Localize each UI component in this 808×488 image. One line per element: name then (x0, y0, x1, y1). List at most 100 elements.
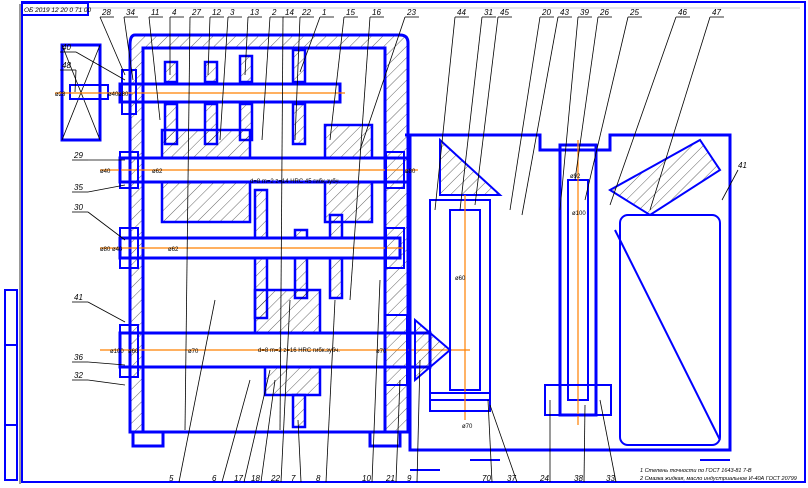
callout-22: 22 (270, 474, 280, 483)
callout-46: 46 (678, 8, 687, 17)
note-2: 2 Смазка жидкая, масло индустриальное И-… (639, 476, 797, 482)
callout-21: 21 (385, 474, 395, 483)
leader-line (243, 369, 271, 483)
callout-20: 20 (541, 8, 551, 17)
leader-line (87, 301, 126, 323)
callout-22: 22 (301, 8, 311, 17)
leader-line (721, 169, 739, 201)
leader-line (244, 16, 249, 76)
callout-7: 7 (291, 474, 296, 483)
leader-line (474, 16, 499, 206)
leader-line (299, 16, 321, 73)
leader-line (349, 16, 371, 301)
callout-8: 8 (316, 474, 321, 483)
gears (160, 48, 374, 429)
callout-26: 26 (599, 8, 609, 17)
leader-line (219, 16, 229, 141)
leader-line (329, 16, 345, 141)
dimension-label: ø40 (108, 92, 119, 98)
leader-line (325, 299, 336, 483)
callout-5: 5 (169, 474, 174, 483)
callout-28: 28 (101, 8, 111, 17)
leader-line (87, 184, 126, 193)
leader-line (489, 404, 518, 483)
dimension-label: ø70 (376, 349, 387, 355)
callout-18: 18 (251, 474, 260, 483)
leader-line (87, 361, 126, 366)
leader-line (123, 16, 134, 81)
callout-10: 10 (362, 474, 371, 483)
callout-41: 41 (74, 293, 83, 302)
note-1: 1 Степень точности по ГОСТ 1643-81 7-В (640, 468, 752, 474)
callout-37: 37 (507, 474, 516, 483)
dimension-label: ø40 (112, 247, 123, 253)
callout-4: 4 (172, 8, 177, 17)
callout-12: 12 (212, 8, 221, 17)
callout-23: 23 (406, 8, 416, 17)
leader-line (584, 16, 629, 201)
leader-line (87, 211, 126, 241)
leader-line (583, 404, 586, 483)
callout-6: 6 (212, 474, 217, 483)
callout-34: 34 (126, 8, 135, 17)
leader-line (207, 16, 211, 76)
leader-line (99, 16, 126, 76)
leader-line (599, 399, 617, 483)
callout-13: 13 (250, 8, 259, 17)
leader-line (178, 299, 216, 483)
callout-43: 43 (560, 8, 569, 17)
leader-line (297, 419, 302, 483)
callout-9: 9 (407, 474, 412, 483)
callout-38: 38 (574, 474, 583, 483)
dimension-label: ø92 (570, 174, 581, 180)
callout-39: 39 (580, 8, 589, 17)
dimension-label: ø60 (128, 349, 139, 355)
leader-line (184, 16, 191, 431)
dimension-label: ø40 (100, 169, 111, 175)
callout-27: 27 (191, 8, 201, 17)
callout-right-41: 41 (738, 161, 747, 170)
callout-2: 2 (271, 8, 277, 17)
dimension-label: ø62 (152, 169, 163, 175)
leader-line (74, 69, 77, 93)
leader-line (148, 16, 161, 121)
leader-line (294, 16, 301, 141)
callout-3: 3 (230, 8, 235, 17)
spindle-housing (405, 133, 732, 471)
callout-36: 36 (74, 353, 83, 362)
leader-line (261, 16, 271, 141)
callout-48: 48 (62, 61, 71, 70)
leader-line (279, 16, 284, 431)
bearings (119, 69, 408, 386)
leader-line (509, 16, 541, 211)
shaft-note-1: d=8 m=2 z=14 HRC 45 гибк.зубч. (250, 179, 341, 185)
leader-line (434, 16, 456, 211)
callout-16: 16 (372, 8, 381, 17)
callout-24: 24 (539, 474, 549, 483)
dimension-label: ø100 (572, 211, 586, 217)
callout-32: 32 (74, 371, 83, 380)
callout-17: 17 (234, 474, 243, 483)
dimension-label: ø70 (462, 424, 473, 430)
leader-line (75, 51, 126, 81)
leader-line (280, 299, 291, 483)
callout-40: 40 (62, 43, 71, 52)
title-stamp: ОБ 2019 12 20 0 71 00 (24, 7, 92, 14)
dimension-label: ø80 (405, 169, 416, 175)
callout-47: 47 (712, 8, 721, 17)
shaft-note-2: d=8 m=2 z=16 HRC гибк.зубч. (258, 348, 340, 354)
dimension-label: ø62 (168, 247, 179, 253)
leader-line (359, 16, 406, 151)
dimension-label: ø80 (118, 92, 129, 98)
leader-line (649, 16, 711, 211)
callout-30: 30 (74, 203, 83, 212)
leader-line (609, 16, 677, 206)
leader-line (416, 359, 421, 483)
leader-line (371, 279, 381, 483)
leader-line (487, 399, 493, 483)
dimension-label: ø80 (100, 247, 111, 253)
leader-line (395, 379, 401, 483)
callout-45: 45 (500, 8, 509, 17)
leader-line (574, 16, 599, 181)
